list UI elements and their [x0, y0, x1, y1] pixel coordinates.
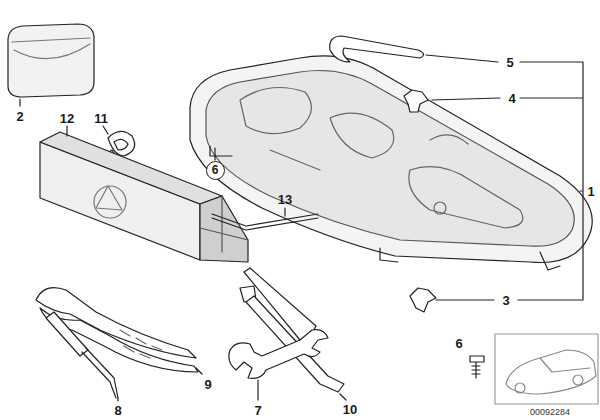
- callout-number: 11: [94, 112, 108, 125]
- callout-number: 12: [60, 112, 74, 125]
- callout-number: 4: [508, 92, 515, 105]
- callout-number: 13: [278, 193, 292, 206]
- callout-circle: 6: [206, 161, 225, 180]
- callout-number: 8: [114, 404, 121, 417]
- callout-number: 6: [455, 337, 462, 350]
- callout-number: 6: [212, 164, 219, 176]
- callout-number: 2: [16, 110, 23, 123]
- callout-number: 10: [343, 403, 357, 416]
- callout-number: 7: [254, 404, 261, 417]
- callout-number: 5: [506, 56, 513, 69]
- drawing-number: 00092284: [530, 408, 570, 417]
- callout-number: 3: [502, 294, 509, 307]
- callout-number: 1: [587, 185, 594, 198]
- callout-number: 9: [204, 378, 211, 391]
